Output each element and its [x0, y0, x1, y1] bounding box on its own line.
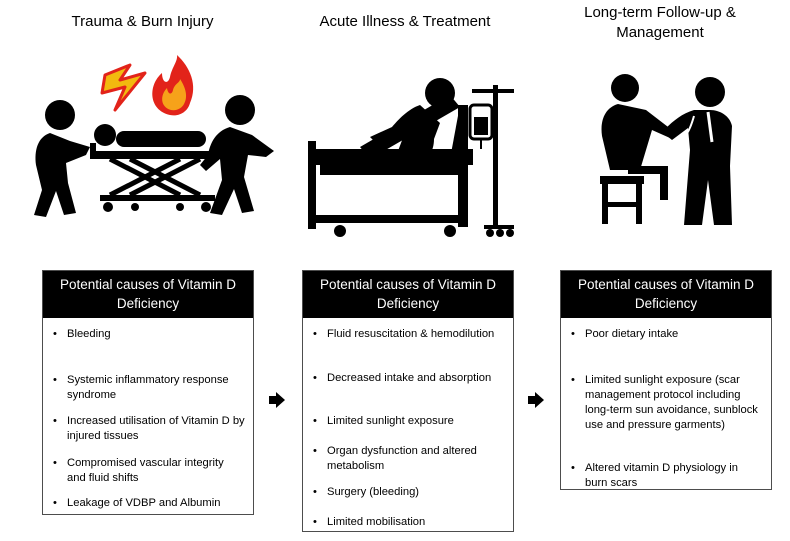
doctor-consultation-icon	[600, 74, 732, 225]
box-header: Potential causes of Vitamin D Deficiency	[303, 271, 513, 318]
right-arrow-icon	[269, 392, 285, 408]
list-item: Decreased intake and absorption	[303, 371, 505, 386]
list-item: Altered vitamin D physiology in burn sca…	[561, 461, 763, 491]
list-item: Poor dietary intake	[561, 327, 763, 342]
stretcher-transport-icon	[34, 55, 274, 217]
list-item: Compromised vascular integrity and fluid…	[43, 456, 245, 486]
list-item: Systemic inflammatory response syndrome	[43, 373, 245, 403]
hospital-bed-iv-icon	[308, 78, 514, 237]
flame-icon	[152, 55, 194, 116]
cause-box-trauma: Potential causes of Vitamin D Deficiency…	[42, 270, 254, 515]
phase-title-followup: Long-term Follow-up & Management	[584, 4, 736, 41]
list-item: Organ dysfunction and altered metabolism	[303, 444, 505, 474]
list-item: Increased utilisation of Vitamin D by in…	[43, 414, 245, 444]
list-item: Leakage of VDBP and Albumin	[43, 496, 245, 511]
cause-box-followup: Potential causes of Vitamin D Deficiency…	[560, 270, 772, 490]
right-arrow-icon	[528, 392, 544, 408]
list-item: Limited mobilisation	[303, 515, 505, 530]
box-header: Potential causes of Vitamin D Deficiency	[561, 271, 771, 318]
phase-title-acute: Acute Illness & Treatment	[319, 13, 491, 30]
list-item: Bleeding	[43, 327, 245, 342]
box-header: Potential causes of Vitamin D Deficiency	[43, 271, 253, 318]
list-item: Limited sunlight exposure (scar manageme…	[561, 373, 763, 433]
list-item: Fluid resuscitation & hemodilution	[303, 327, 505, 342]
phase-title-trauma: Trauma & Burn Injury	[71, 13, 214, 30]
cause-box-acute: Potential causes of Vitamin D Deficiency…	[302, 270, 514, 532]
list-item: Limited sunlight exposure	[303, 414, 505, 429]
list-item: Surgery (bleeding)	[303, 485, 505, 500]
lightning-icon	[100, 63, 147, 112]
